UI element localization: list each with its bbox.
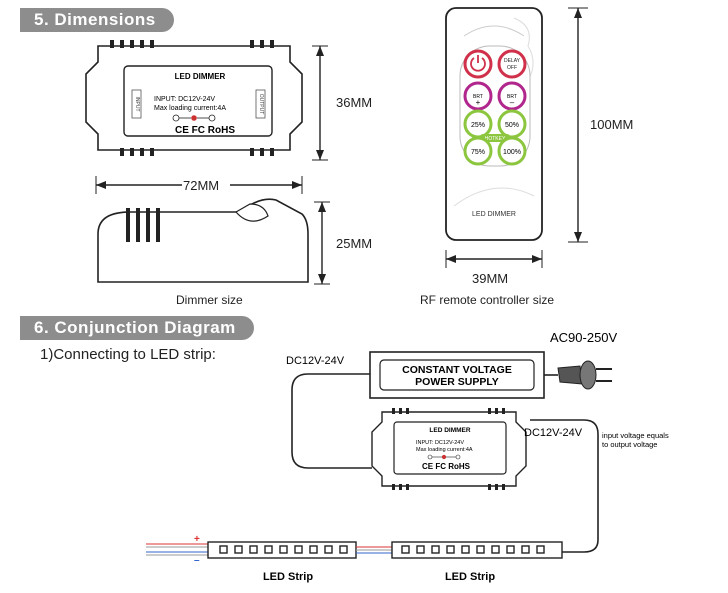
strip1-label: LED Strip xyxy=(263,571,313,583)
section-header-dimensions: 5. Dimensions xyxy=(20,8,174,32)
diagram-subtitle: 1)Connecting to LED strip: xyxy=(40,346,216,363)
section-header-conjunction: 6. Conjunction Diagram xyxy=(20,316,254,340)
dimension-25mm-label: 25MM xyxy=(336,236,373,251)
level-100-label: 100% xyxy=(503,149,521,156)
dimmer-cert-marks: CE FC RoHS xyxy=(175,125,235,136)
power-button[interactable] xyxy=(463,49,493,79)
psu-line2: POWER SUPPLY xyxy=(415,376,499,388)
level-25-label: 25% xyxy=(471,122,485,129)
minus-sign: – xyxy=(194,555,200,566)
dimension-72mm-line xyxy=(95,176,303,194)
dimmer-side-input: INPUT xyxy=(134,97,140,112)
dc-in-label: DC12V-24V xyxy=(286,355,345,367)
dimmer-size-caption: Dimmer size xyxy=(176,293,243,307)
dimmer-current-text: Max loading current:4A xyxy=(154,105,226,112)
dimension-36mm-label: 36MM xyxy=(336,95,373,110)
remote-size-caption: RF remote controller size xyxy=(420,293,555,307)
dimension-36mm-line xyxy=(312,45,328,161)
plus-sign: + xyxy=(194,534,200,545)
dimmer-label: LED DIMMER xyxy=(175,72,226,81)
note-line1: input voltage equals xyxy=(602,431,669,440)
wire-psu-to-dimmer xyxy=(291,373,372,469)
dimension-100mm-label: 100MM xyxy=(590,117,634,132)
hotkey-label: HOTKEY xyxy=(485,136,506,142)
brt-up-label: BRT xyxy=(473,94,483,100)
brt-down-label: BRT xyxy=(507,94,517,100)
remote-controller: DELAY OFF BRT + BRT – 25% 50% HOTKEY 75%… xyxy=(445,7,543,241)
strip2-label: LED Strip xyxy=(445,571,495,583)
level-50-label: 50% xyxy=(505,122,519,129)
dimension-39mm-label: 39MM xyxy=(472,271,509,286)
svg-text:+: + xyxy=(476,98,481,107)
note-line2: to output voltage xyxy=(602,440,657,449)
led-strip-1 xyxy=(207,541,357,559)
wire-dimmer-to-strip xyxy=(530,419,599,553)
small-dimmer-marks: CE FC RoHS xyxy=(422,462,471,471)
dimmer-side-view xyxy=(97,198,309,283)
level-75-label: 75% xyxy=(471,149,485,156)
small-dimmer-current: Max loading current:4A xyxy=(416,447,473,453)
dimmer-side-output: OUTPUT xyxy=(258,94,264,115)
psu-line1: CONSTANT VOLTAGE xyxy=(402,364,512,376)
ac-plug-icon xyxy=(557,360,612,390)
svg-text:DELAY: DELAY xyxy=(504,58,521,64)
dimension-100mm-line xyxy=(568,7,588,243)
svg-text:–: – xyxy=(510,98,515,107)
dimmer-input-text: INPUT: DC12V-24V xyxy=(154,96,215,103)
dc-out-label: DC12V-24V xyxy=(524,427,583,439)
dimension-72mm-label: 72MM xyxy=(183,178,220,193)
brightness-up-button[interactable] xyxy=(463,81,493,111)
small-dimmer-label: LED DIMMER xyxy=(429,427,470,434)
svg-text:OFF: OFF xyxy=(507,65,517,71)
level-100-button[interactable] xyxy=(497,136,527,166)
polarity-icon xyxy=(172,114,216,122)
ac-label: AC90-250V xyxy=(550,330,618,345)
dimension-39mm-line xyxy=(445,250,543,268)
section-title: 6. Conjunction Diagram xyxy=(34,318,236,337)
wiring-diagram: CONSTANT VOLTAGE POWER SUPPLY LED DIMMER… xyxy=(146,330,669,583)
brightness-down-button[interactable] xyxy=(497,81,527,111)
delay-off-button[interactable] xyxy=(497,49,527,79)
dimmer-top-view: INPUT OUTPUT LED DIMMER INPUT: DC12V-24V… xyxy=(85,40,303,156)
level-75-button[interactable] xyxy=(463,136,493,166)
section-title: 5. Dimensions xyxy=(34,10,156,29)
remote-label: LED DIMMER xyxy=(472,211,516,218)
small-dimmer-input: INPUT: DC12V-24V xyxy=(416,440,464,446)
dimension-25mm-line xyxy=(314,201,330,285)
